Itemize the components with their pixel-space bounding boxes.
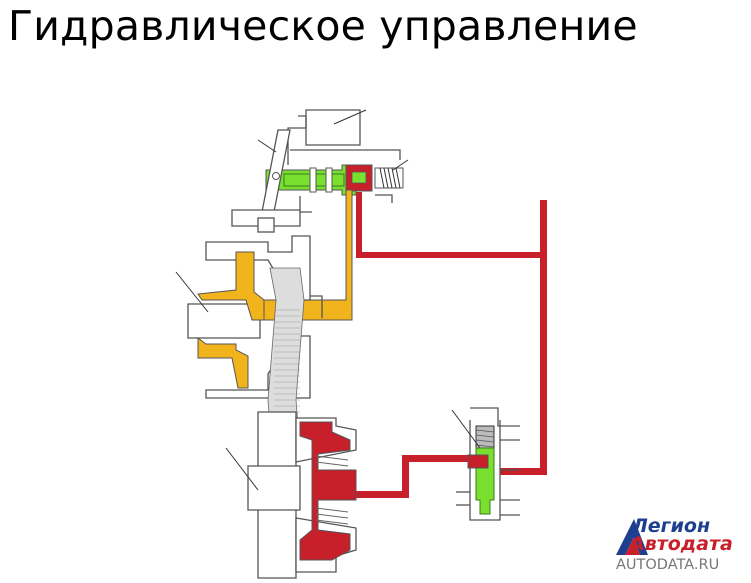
primary-chamber-lower	[197, 337, 249, 389]
valve-spring	[374, 167, 404, 189]
primary-chamber-upper	[197, 251, 265, 321]
secondary-pulley	[225, 411, 357, 579]
secondary-chamber	[299, 421, 357, 561]
logo-url: AUTODATA.RU	[616, 557, 720, 573]
upper-valve	[231, 109, 409, 233]
actuator-box	[305, 109, 361, 146]
pressure-line	[355, 192, 547, 498]
logo-line-1: Легион	[632, 515, 711, 537]
logo-line-2: Автодата	[630, 533, 733, 555]
slide-title: Гидравлическое управление	[8, 2, 638, 50]
autodata-logo: Легион Автодата AUTODATA.RU	[612, 515, 748, 579]
primary-pulley	[175, 235, 323, 453]
lower-valve	[451, 407, 520, 521]
logo-emblem-icon	[616, 519, 648, 555]
regulator-pressure-port	[467, 454, 489, 469]
